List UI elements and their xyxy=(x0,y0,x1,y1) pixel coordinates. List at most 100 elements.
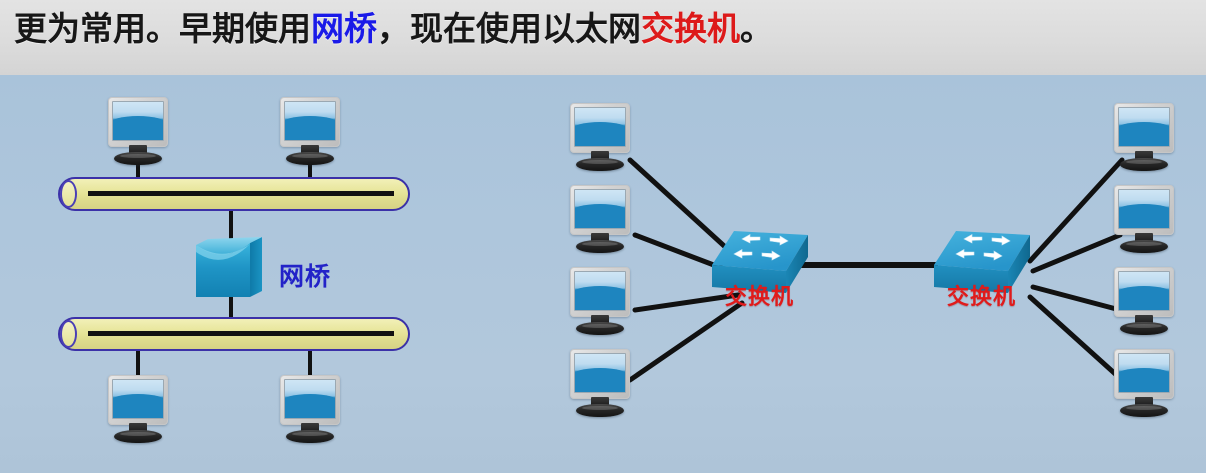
monitor-screen xyxy=(574,271,626,311)
monitor-neck xyxy=(301,145,319,154)
monitor-screen xyxy=(284,379,336,419)
pc-left-col-1[interactable] xyxy=(568,103,632,173)
monitor-base-highlight xyxy=(582,242,618,246)
monitor-base-highlight xyxy=(582,160,618,164)
pc-right-col-2[interactable] xyxy=(1112,185,1176,255)
monitor-neck xyxy=(591,397,609,406)
monitor-screen xyxy=(112,379,164,419)
screen-horizon xyxy=(1119,203,1169,228)
monitor-neck xyxy=(129,423,147,432)
switch-left-icon[interactable] xyxy=(708,227,812,303)
header-title: 更为常用。早期使用网桥，现在使用以太网交换机。 xyxy=(14,6,773,52)
screen-horizon xyxy=(575,203,625,228)
bridge-shape xyxy=(196,237,262,297)
monitor-base xyxy=(286,152,334,165)
link-switch-right-pc-2 xyxy=(1030,232,1123,274)
bus-top-endcap xyxy=(60,180,77,208)
bus-bottom-tap-line xyxy=(88,331,394,336)
monitor-base-highlight xyxy=(1126,406,1162,410)
monitor-screen xyxy=(284,101,336,141)
monitor-base-highlight xyxy=(1126,160,1162,164)
diagram-canvas: 网桥 xyxy=(0,75,1206,473)
monitor-base xyxy=(286,430,334,443)
bus-bottom-endcap xyxy=(60,320,77,348)
pc-right-col-3[interactable] xyxy=(1112,267,1176,337)
header-segment-2: ，现在使用以太网 xyxy=(377,9,641,48)
pc-bottom-left[interactable] xyxy=(106,375,170,445)
switch-shape xyxy=(934,231,1030,293)
monitor-neck xyxy=(1135,151,1153,160)
monitor-neck xyxy=(591,233,609,242)
header-segment-bridge: 网桥 xyxy=(311,9,377,48)
monitor-neck xyxy=(1135,315,1153,324)
switch-left-label: 交换机 xyxy=(725,285,795,310)
monitor-base xyxy=(576,404,624,417)
monitor-base-highlight xyxy=(582,324,618,328)
monitor-screen xyxy=(1118,353,1170,393)
monitor-screen xyxy=(574,189,626,229)
pc-left-col-4[interactable] xyxy=(568,349,632,419)
screen-horizon xyxy=(575,121,625,146)
monitor-base-highlight xyxy=(120,432,156,436)
monitor-screen xyxy=(574,107,626,147)
bridge-icon[interactable] xyxy=(188,233,274,305)
monitor-neck xyxy=(1135,397,1153,406)
monitor-base xyxy=(1120,240,1168,253)
pc-right-col-1[interactable] xyxy=(1112,103,1176,173)
monitor-neck xyxy=(591,315,609,324)
monitor-base xyxy=(1120,158,1168,171)
link-switch-right-pc-4 xyxy=(1027,294,1125,383)
monitor-base-highlight xyxy=(292,432,328,436)
monitor-base xyxy=(1120,322,1168,335)
pc-left-col-3[interactable] xyxy=(568,267,632,337)
screen-horizon xyxy=(113,393,163,418)
monitor-base xyxy=(1120,404,1168,417)
monitor-neck xyxy=(591,151,609,160)
link-switch-right-pc-1 xyxy=(1027,157,1125,264)
monitor-screen xyxy=(1118,271,1170,311)
header-segment-0: 更为常用。早期使用 xyxy=(14,9,311,48)
screen-horizon xyxy=(113,115,163,140)
header-bar: 更为常用。早期使用网桥，现在使用以太网交换机。 xyxy=(0,0,1206,75)
monitor-screen xyxy=(1118,189,1170,229)
monitor-base xyxy=(576,158,624,171)
monitor-base xyxy=(114,430,162,443)
header-segment-switch: 交换机 xyxy=(641,9,740,48)
link-switch-left-pc-3 xyxy=(632,292,741,313)
monitor-screen xyxy=(1118,107,1170,147)
switch-right-label: 交换机 xyxy=(947,285,1017,310)
screen-horizon xyxy=(575,285,625,310)
monitor-base-highlight xyxy=(1126,324,1162,328)
monitor-base-highlight xyxy=(120,154,156,158)
link-switch-left-pc-4 xyxy=(627,300,745,383)
link-switch-right-pc-3 xyxy=(1030,284,1123,313)
screen-horizon xyxy=(1119,367,1169,392)
monitor-neck xyxy=(1135,233,1153,242)
pc-right-col-4[interactable] xyxy=(1112,349,1176,419)
screen-horizon xyxy=(285,393,335,418)
pc-bottom-right[interactable] xyxy=(278,375,342,445)
pc-left-col-2[interactable] xyxy=(568,185,632,255)
screen-horizon xyxy=(1119,121,1169,146)
switch-shape xyxy=(712,231,808,293)
monitor-base-highlight xyxy=(582,406,618,410)
screen-horizon xyxy=(285,115,335,140)
pc-top-left[interactable] xyxy=(106,97,170,167)
bridge-label: 网桥 xyxy=(279,262,332,291)
monitor-base-highlight xyxy=(1126,242,1162,246)
monitor-base xyxy=(576,240,624,253)
bus-top xyxy=(58,177,410,211)
monitor-screen xyxy=(112,101,164,141)
monitor-base-highlight xyxy=(292,154,328,158)
monitor-base xyxy=(576,322,624,335)
pc-top-right[interactable] xyxy=(278,97,342,167)
monitor-neck xyxy=(301,423,319,432)
switch-right-icon[interactable] xyxy=(930,227,1034,303)
monitor-screen xyxy=(574,353,626,393)
screen-horizon xyxy=(1119,285,1169,310)
bus-top-tap-line xyxy=(88,191,394,196)
bus-bottom xyxy=(58,317,410,351)
screen-horizon xyxy=(575,367,625,392)
monitor-base xyxy=(114,152,162,165)
